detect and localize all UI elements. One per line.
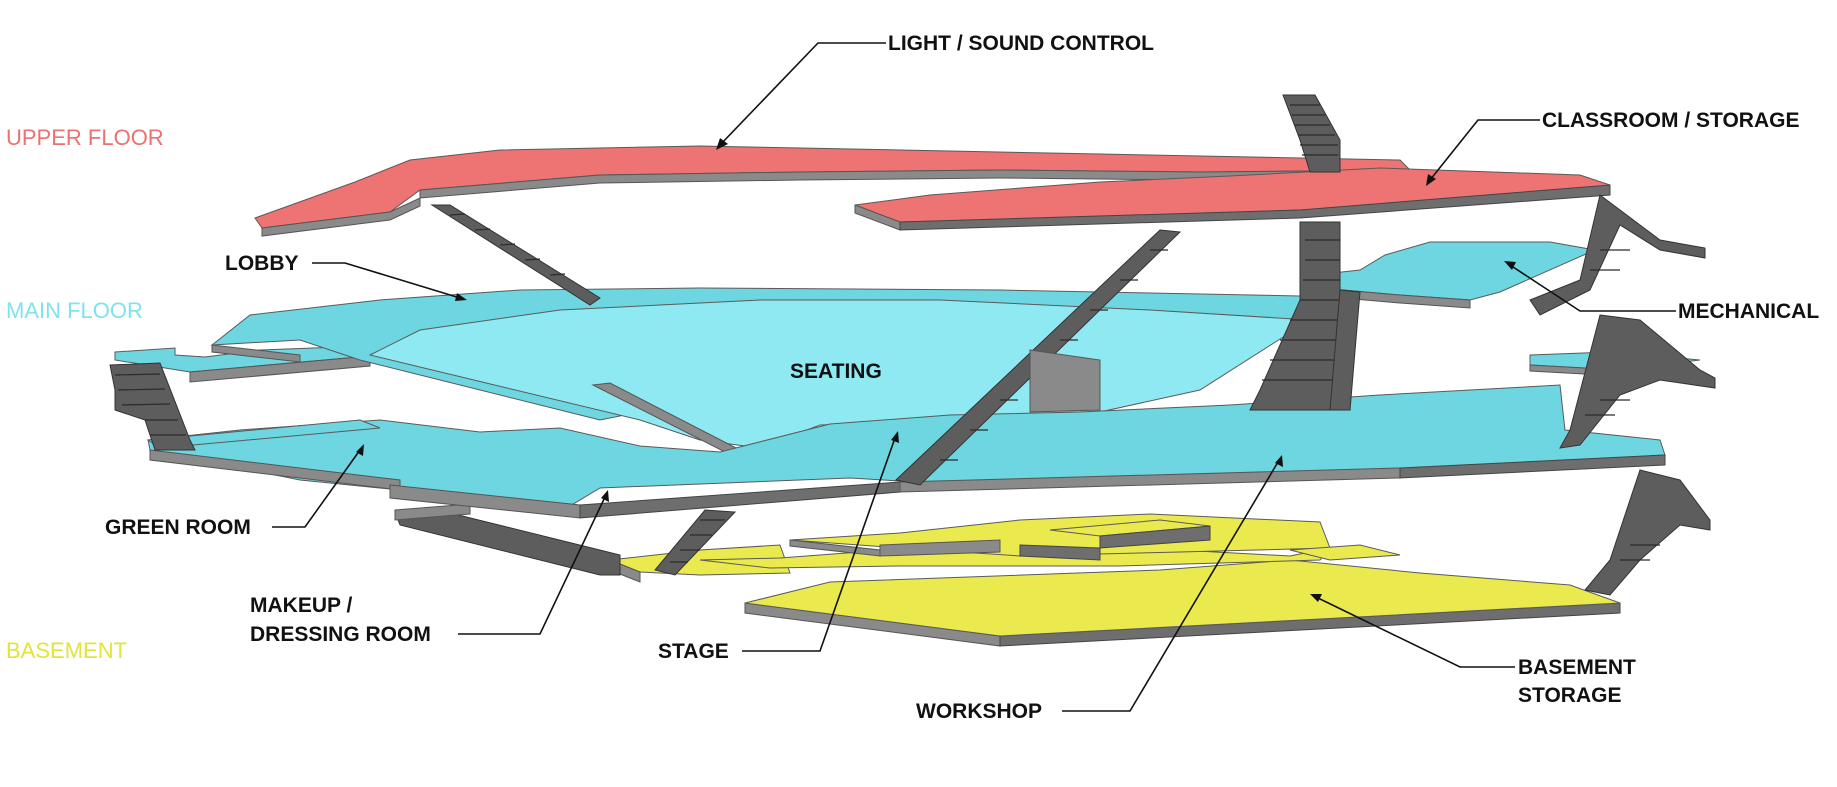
arrow-makeup xyxy=(601,490,609,502)
leader-stage xyxy=(742,437,896,652)
main-floor-label: MAIN FLOOR xyxy=(6,298,143,323)
arrow-stage xyxy=(891,431,899,443)
stair-diagonal-center xyxy=(894,229,1182,486)
callout-seating: SEATING xyxy=(790,360,882,383)
callout-basement-storage-line1: BASEMENT xyxy=(1518,656,1636,679)
stair-upper-center xyxy=(1282,94,1341,173)
leader-green-room xyxy=(272,449,361,528)
leader-light-sound xyxy=(719,42,886,146)
arrow-classroom xyxy=(1426,174,1436,186)
callout-workshop: WORKSHOP xyxy=(916,700,1042,723)
leader-lobby xyxy=(312,262,461,299)
arrow-light-sound xyxy=(716,138,728,150)
basement-slab xyxy=(609,513,1621,647)
upper-floor-slab xyxy=(254,145,1611,237)
leader-mechanical xyxy=(1509,264,1676,312)
stair-basement-left xyxy=(394,503,621,576)
leader-makeup xyxy=(458,496,606,635)
callout-light-sound: LIGHT / SOUND CONTROL xyxy=(888,32,1154,55)
arrow-mechanical xyxy=(1504,261,1516,270)
arrow-green-room xyxy=(356,444,364,456)
leader-basement-storage xyxy=(1317,597,1515,668)
upper-floor-label: UPPER FLOOR xyxy=(6,125,164,150)
stair-right-tower xyxy=(1529,194,1716,596)
callout-makeup-line2: DRESSING ROOM xyxy=(250,623,431,646)
callout-green-room: GREEN ROOM xyxy=(105,516,251,539)
callout-classroom: CLASSROOM / STORAGE xyxy=(1542,109,1799,132)
callout-lobby: LOBBY xyxy=(225,252,299,275)
stair-left-tower xyxy=(109,362,196,451)
arrow-basement-storage xyxy=(1310,594,1322,602)
leader-classroom xyxy=(1429,119,1540,181)
callout-mechanical: MECHANICAL xyxy=(1678,300,1819,323)
basement-label: BASEMENT xyxy=(6,638,127,663)
stair-main-to-basement xyxy=(654,509,737,576)
arrow-workshop xyxy=(1275,455,1283,467)
stair-upper-to-main-left xyxy=(430,204,601,306)
arrow-lobby xyxy=(455,293,467,301)
leader-workshop xyxy=(1062,461,1279,712)
callout-stage: STAGE xyxy=(658,640,729,663)
stair-center-tall xyxy=(1249,221,1361,411)
callout-makeup-line1: MAKEUP / xyxy=(250,594,352,617)
callout-basement-storage-line2: STORAGE xyxy=(1518,684,1621,707)
